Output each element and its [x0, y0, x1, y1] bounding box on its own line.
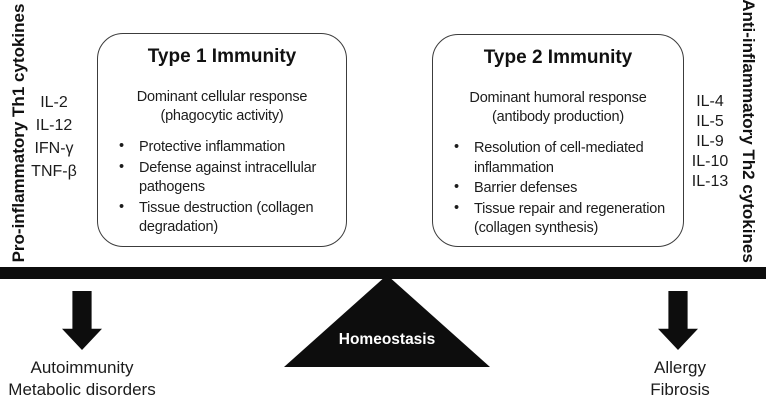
type1-immunity-box: Type 1 Immunity Dominant cellular respon… [97, 33, 347, 247]
outcome-line: Autoimmunity [30, 358, 134, 377]
bullet-item: • Protective inflammation [111, 138, 333, 158]
bullet-item: • Defense against intracellular pathogen… [111, 159, 333, 198]
cytokine-item: IL-10 [691, 153, 729, 170]
bullet-icon: • [119, 158, 124, 175]
down-arrow-right-icon [658, 291, 698, 350]
bullet-icon: • [119, 198, 124, 215]
cytokine-item: TNF-β [31, 163, 77, 180]
type1-bullet-list: • Protective inflammation • Defense agai… [111, 138, 333, 238]
right-outcomes: Allergy Fibrosis [598, 357, 762, 401]
bullet-text: Barrier defenses [474, 180, 578, 196]
subtitle-line: (antibody production) [491, 109, 625, 125]
bullet-icon: • [119, 138, 124, 154]
type1-box-subtitle: Dominant cellular response (phagocytic a… [111, 88, 333, 126]
cytokine-item: IL-5 [696, 113, 724, 130]
subtitle-line: Dominant humoral response [469, 90, 647, 106]
type2-immunity-box: Type 2 Immunity Dominant humoral respons… [432, 34, 684, 247]
bullet-text: Defense against intracellular pathogens [139, 159, 317, 196]
bullet-item: • Tissue destruction (collagen degradati… [111, 199, 333, 238]
bullet-text: Tissue destruction (collagen degradation… [139, 199, 314, 236]
bullet-text: Protective inflammation [139, 139, 286, 155]
cytokine-item: IL-4 [696, 93, 724, 110]
fulcrum-label: Homeostasis [338, 331, 436, 348]
bullet-icon: • [454, 179, 459, 195]
cytokine-item: IL-9 [696, 133, 724, 150]
bullet-icon: • [454, 199, 459, 216]
cytokine-item: IFN-γ [34, 140, 74, 157]
subtitle-line: (phagocytic activity) [160, 108, 284, 124]
bullet-item: • Barrier defenses [446, 179, 670, 199]
down-arrow-left-icon [62, 291, 102, 350]
outcome-line: Fibrosis [650, 380, 710, 399]
bullet-text: Resolution of cell-mediated inflammation [474, 140, 644, 176]
type1-box-title: Type 1 Immunity [147, 46, 297, 67]
balance-beam [0, 267, 766, 279]
th1-cytokine-list: IL-2 IL-12 IFN-γ TNF-β [14, 91, 94, 183]
type2-box-subtitle: Dominant humoral response (antibody prod… [446, 89, 670, 127]
cytokine-item: IL-2 [40, 94, 68, 111]
outcome-line: Metabolic disorders [8, 380, 156, 399]
outcome-line: Allergy [654, 358, 706, 377]
th2-cytokine-list: IL-4 IL-5 IL-9 IL-10 IL-13 [670, 92, 750, 192]
type2-box-title: Type 2 Immunity [483, 47, 633, 68]
cytokine-item: IL-13 [691, 173, 729, 190]
fulcrum-triangle-icon [284, 275, 490, 367]
bullet-icon: • [454, 139, 459, 155]
bullet-item: • Resolution of cell-mediated inflammati… [446, 139, 670, 178]
type2-bullet-list: • Resolution of cell-mediated inflammati… [446, 139, 670, 239]
left-outcomes: Autoimmunity Metabolic disorders [0, 357, 164, 401]
subtitle-line: Dominant cellular response [136, 89, 308, 105]
bullet-item: • Tissue repair and regeneration (collag… [446, 200, 670, 239]
bullet-text: Tissue repair and regeneration (collagen… [474, 200, 665, 237]
cytokine-item: IL-12 [35, 117, 73, 134]
